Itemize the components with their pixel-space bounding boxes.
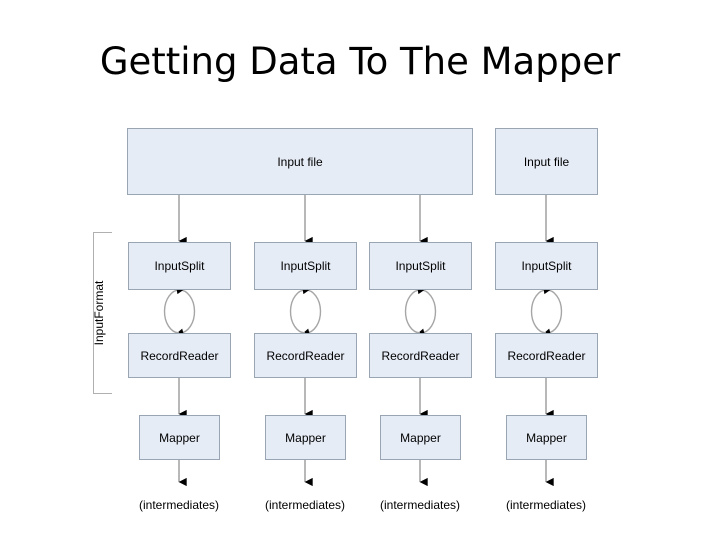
inputsplit-box-3[interactable]: InputSplit <box>369 242 472 290</box>
loop-arrow-down <box>416 289 437 337</box>
loop-arrow-up <box>289 285 311 334</box>
mapper-box-2-label: Mapper <box>285 430 326 445</box>
inputsplit-box-1[interactable]: InputSplit <box>128 242 231 290</box>
page-title: Getting Data To The Mapper <box>99 40 621 83</box>
inputsplit-box-1-label: InputSplit <box>154 259 205 273</box>
inputsplit-box-3-label: InputSplit <box>395 259 446 273</box>
inputsplit-box-2[interactable]: InputSplit <box>254 242 357 290</box>
mapper-box-1[interactable]: Mapper <box>139 415 220 460</box>
recordreader-box-1[interactable]: RecordReader <box>128 333 231 378</box>
intermediates-label-3: (intermediates) <box>379 498 461 512</box>
recordreader-box-2-label: RecordReader <box>266 348 345 363</box>
loop-arrow-down <box>542 289 563 337</box>
input-file-box-2[interactable]: Input file <box>495 128 598 195</box>
mapper-box-1-label: Mapper <box>159 430 200 445</box>
loop-arrow-down <box>175 289 196 337</box>
recordreader-box-3[interactable]: RecordReader <box>369 333 472 378</box>
inputsplit-box-4[interactable]: InputSplit <box>495 242 598 290</box>
loop-arrow-up <box>404 285 426 334</box>
recordreader-box-2[interactable]: RecordReader <box>254 333 357 378</box>
recordreader-box-4[interactable]: RecordReader <box>495 333 598 378</box>
loop-arrow-up <box>163 285 185 334</box>
mapper-box-4-label: Mapper <box>526 430 567 445</box>
recordreader-box-1-label: RecordReader <box>140 348 219 363</box>
mapper-box-3-label: Mapper <box>400 430 441 445</box>
loop-arrow-up <box>530 285 552 334</box>
loop-arrow-down <box>301 289 322 337</box>
mapper-box-4[interactable]: Mapper <box>506 415 587 460</box>
mapper-box-3[interactable]: Mapper <box>380 415 461 460</box>
input-file-box-1-label: Input file <box>277 154 323 169</box>
recordreader-box-4-label: RecordReader <box>507 348 586 363</box>
intermediates-label-1: (intermediates) <box>138 498 220 512</box>
inputsplit-box-4-label: InputSplit <box>521 259 572 273</box>
input-file-box-2-label: Input file <box>523 154 570 169</box>
input-file-box-1[interactable]: Input file <box>127 128 473 195</box>
inputformat-bracket <box>93 232 112 394</box>
intermediates-label-2: (intermediates) <box>264 498 346 512</box>
mapper-box-2[interactable]: Mapper <box>265 415 346 460</box>
intermediates-label-4: (intermediates) <box>505 498 587 512</box>
inputsplit-box-2-label: InputSplit <box>280 259 331 273</box>
recordreader-box-3-label: RecordReader <box>381 348 460 363</box>
inputformat-bracket-label: InputFormat <box>92 280 106 346</box>
